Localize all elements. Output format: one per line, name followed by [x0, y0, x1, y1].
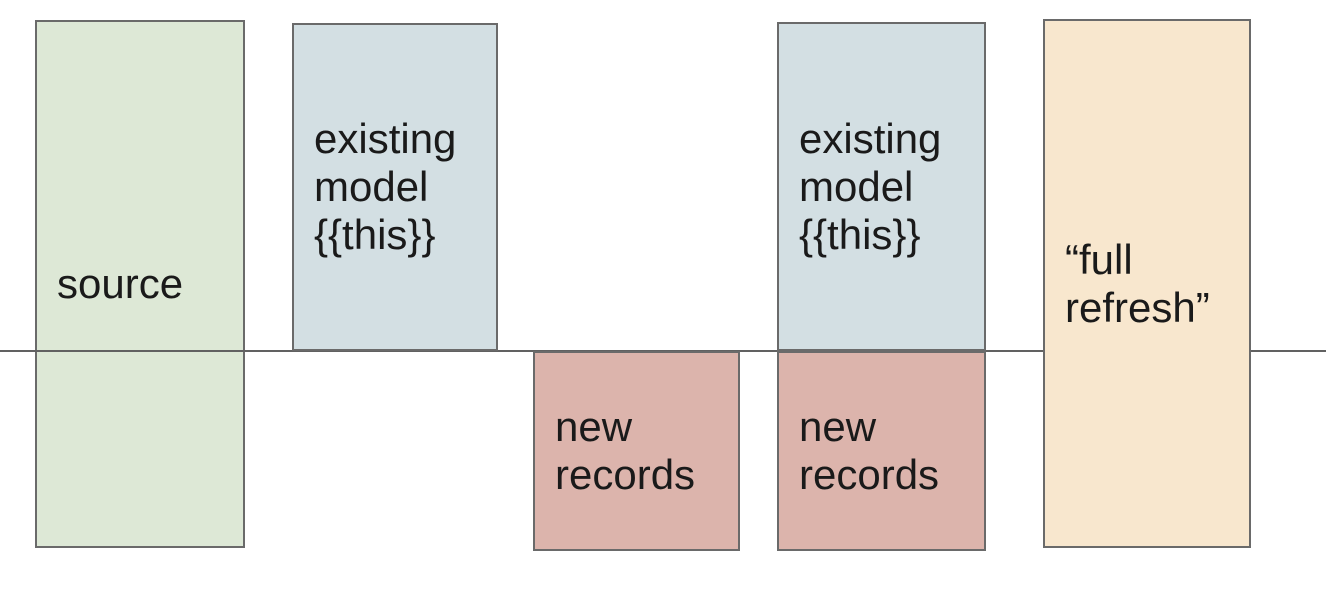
- existing-model-2-label-line-2: model: [799, 162, 914, 210]
- source-box-label: source: [57, 260, 184, 307]
- existing-model-1-label-line-1: existing: [314, 115, 457, 162]
- existing-model-2-label-line-3: {{this}}: [799, 210, 921, 258]
- new-records-1-label-line-1: new: [555, 403, 633, 450]
- full-refresh-box: “full refresh”: [1043, 19, 1251, 548]
- new-records-box-1: new records: [533, 351, 740, 551]
- new-records-1-label-line-2: records: [555, 451, 696, 498]
- full-refresh-label-line-2: refresh”: [1065, 283, 1210, 331]
- existing-model-1-label-line-3: {{this}}: [314, 211, 436, 258]
- new-records-2-label-line-2: records: [799, 451, 940, 498]
- full-refresh-label-line-1: “full: [1065, 235, 1133, 283]
- new-records-box-2: new records: [777, 351, 986, 551]
- existing-model-1-label-line-2: model: [314, 163, 429, 210]
- source-box: source: [35, 20, 245, 548]
- existing-model-box-1: existing model {{this}}: [292, 23, 498, 351]
- existing-model-2-label-line-1: existing: [799, 114, 942, 162]
- new-records-2-label-line-1: new: [799, 403, 877, 450]
- existing-model-box-2: existing model {{this}}: [777, 22, 986, 351]
